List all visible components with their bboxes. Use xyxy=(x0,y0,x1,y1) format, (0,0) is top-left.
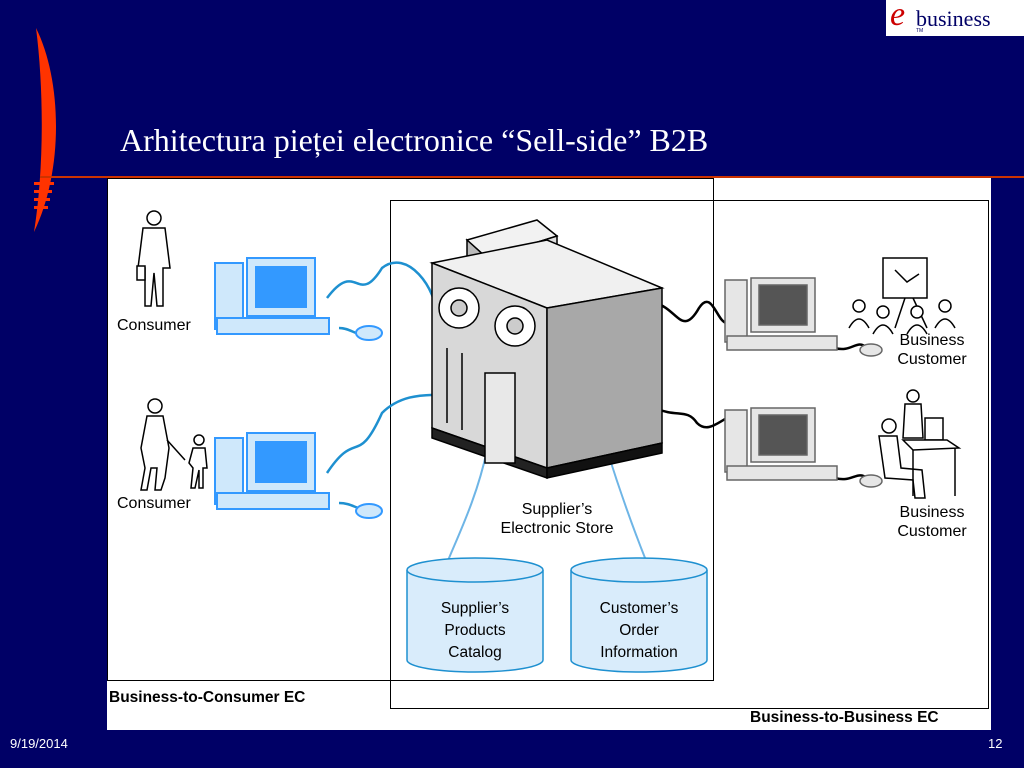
b2c-region-box xyxy=(107,178,714,681)
electronic-store-label: Supplier’s Electronic Store xyxy=(477,500,637,538)
page-number: 12 xyxy=(988,736,1003,751)
business-customer-1-line2: Customer xyxy=(897,351,967,368)
footer-date: 9/19/2014 xyxy=(10,736,68,751)
gray-computer-icon xyxy=(724,407,883,488)
business-customer-label-1: Business Customer xyxy=(877,331,987,369)
business-customer-2-line2: Customer xyxy=(897,523,967,540)
b2b-label: Business-to-Business EC xyxy=(750,709,939,726)
catalog-db-label: Supplier’s Products Catalog xyxy=(407,598,543,664)
b2b-region-box xyxy=(390,200,989,709)
catalog-db-line3: Catalog xyxy=(448,644,502,661)
database-cylinder-icon xyxy=(406,557,544,673)
consumer-man-icon xyxy=(136,210,171,307)
b2b-cables xyxy=(654,300,868,481)
architecture-diagram xyxy=(107,178,989,709)
blue-computer-icon xyxy=(214,257,383,341)
consumer-label-2: Consumer xyxy=(117,495,191,512)
catalog-db-line2: Products xyxy=(444,622,506,639)
db-links xyxy=(446,449,648,564)
order-db-label: Customer’s Order Information xyxy=(571,598,707,664)
store-label-line2: Electronic Store xyxy=(500,520,614,537)
office-workers-icon xyxy=(878,389,962,499)
decorative-swoosh xyxy=(34,28,56,232)
logo-e: e xyxy=(890,0,906,33)
ebusiness-logo: e business TM xyxy=(886,0,1024,36)
diagram-panel: Consumer Consumer Business Customer Busi… xyxy=(107,178,991,730)
business-customer-1-line1: Business xyxy=(899,332,965,349)
b2c-label: Business-to-Consumer EC xyxy=(109,689,306,706)
order-db-line2: Order xyxy=(619,622,659,639)
database-cylinder-icon xyxy=(570,557,708,673)
blue-computer-icon xyxy=(214,432,383,519)
title-rule xyxy=(40,176,1024,178)
network-cables xyxy=(325,261,444,512)
mainframe-server-icon xyxy=(429,219,665,480)
order-db-line3: Information xyxy=(600,644,678,661)
store-label-line1: Supplier’s xyxy=(521,501,593,518)
logo-tm: TM xyxy=(916,28,924,34)
logo-word: business xyxy=(916,6,991,31)
business-customer-2-line1: Business xyxy=(899,504,965,521)
slide-title: Arhitectura pieței electronice “Sell-sid… xyxy=(120,122,709,158)
catalog-db-line1: Supplier’s xyxy=(440,600,510,617)
gray-computer-icon xyxy=(724,277,883,357)
consumer-family-icon xyxy=(140,398,208,491)
business-customer-label-2: Business Customer xyxy=(877,503,987,541)
consumer-label-1: Consumer xyxy=(117,317,191,334)
order-db-line1: Customer’s xyxy=(599,600,679,617)
presentation-audience-icon xyxy=(848,257,956,335)
